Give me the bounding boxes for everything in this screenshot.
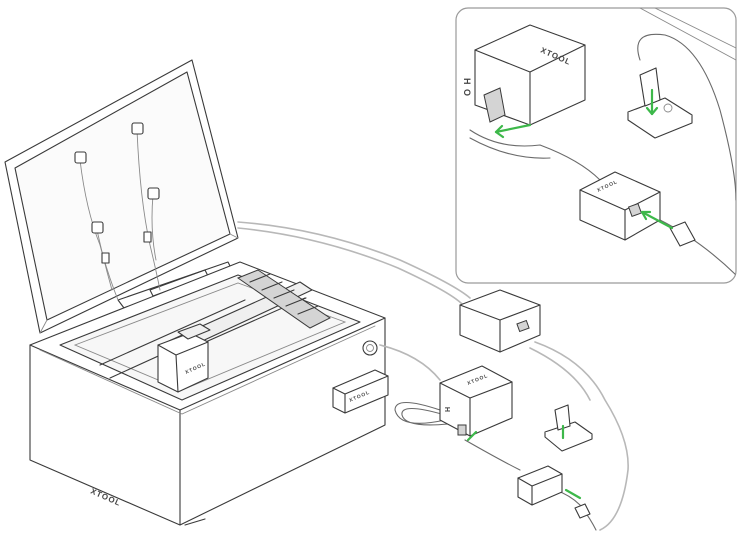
wall-outlet (544, 404, 593, 452)
machine-lid (4, 59, 239, 334)
battery-pack: XTOOL H (439, 365, 513, 442)
lid-clip (143, 231, 152, 243)
side-module: XTOOL (332, 369, 389, 414)
cables (237, 221, 629, 531)
machine-to-adapter-cable (237, 221, 471, 299)
machine-body: XTOOL XTOOL (29, 261, 386, 526)
green-arrow-icon (640, 210, 674, 230)
green-arrow-icon (640, 210, 652, 221)
power-adapter (459, 289, 541, 353)
detail-inset: XTOOL H O XTOOL (455, 7, 737, 284)
inset-adapter: XTOOL (579, 171, 661, 241)
cable-chain (236, 269, 331, 329)
power-plug-icon (669, 221, 696, 247)
power-plug-icon (554, 404, 571, 431)
adapter-to-wall-cable (534, 341, 629, 531)
laser-module: XTOOL (157, 323, 211, 393)
small-adapter (517, 465, 591, 519)
power-plug-icon (639, 67, 661, 107)
lid-sensor (74, 151, 87, 164)
green-arrow-icon (494, 124, 505, 139)
green-arrow-icon (645, 106, 659, 116)
coiled-cable (394, 401, 449, 426)
lid-sensor (91, 221, 104, 234)
lid-clip (101, 252, 110, 264)
green-arrow-icon (466, 430, 478, 442)
green-arrow-icon (494, 123, 532, 134)
inset-battery-mark: H O (462, 78, 472, 97)
lid-harness (74, 122, 161, 301)
lid-sensor (131, 122, 144, 135)
power-button[interactable] (362, 340, 378, 356)
inset-wall-outlet (627, 67, 693, 139)
battery-mark: H (445, 406, 452, 412)
inset-battery: XTOOL H O (462, 24, 586, 126)
power-plug-icon (574, 503, 591, 519)
green-arrow-icon (564, 488, 582, 500)
lid-sensor (147, 187, 160, 200)
laser-machine: XTOOL XTOOL (4, 59, 386, 526)
